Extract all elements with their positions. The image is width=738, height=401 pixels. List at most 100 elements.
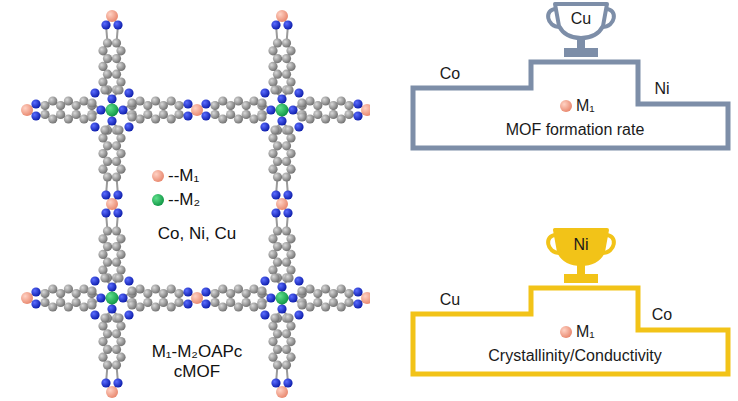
atom — [116, 250, 125, 259]
atom — [321, 96, 330, 105]
atom — [276, 10, 288, 22]
atom — [344, 289, 353, 298]
atom — [257, 300, 266, 309]
atom — [103, 360, 112, 369]
atom — [249, 96, 258, 105]
atom — [276, 292, 289, 305]
atom — [268, 133, 277, 142]
atom — [98, 265, 107, 274]
atom — [127, 300, 136, 309]
atom — [98, 77, 107, 86]
atom — [183, 299, 192, 308]
atom — [79, 114, 88, 123]
atom — [282, 226, 291, 235]
atom — [116, 133, 125, 142]
atom — [106, 104, 119, 117]
atom — [249, 302, 258, 311]
atom — [56, 289, 65, 298]
atom — [313, 298, 322, 307]
atom — [201, 299, 210, 308]
atom — [270, 125, 279, 134]
atom — [183, 111, 192, 120]
atom — [112, 258, 121, 267]
atom — [266, 293, 275, 302]
atom — [257, 286, 266, 295]
atom — [72, 101, 81, 110]
atom — [273, 226, 282, 235]
atom — [98, 62, 107, 71]
atom — [218, 302, 227, 311]
podium-caption: MOF formation rate — [506, 121, 645, 139]
atom — [234, 96, 243, 105]
atom — [210, 289, 219, 298]
atom — [305, 284, 314, 293]
atom — [116, 77, 125, 86]
atom — [116, 337, 125, 346]
atom — [282, 345, 291, 354]
atom — [294, 276, 303, 285]
atom — [271, 208, 280, 217]
m1-dot — [152, 170, 164, 182]
atom — [294, 122, 303, 131]
atom — [116, 265, 125, 274]
atom — [112, 329, 121, 338]
atom — [268, 250, 277, 259]
atom — [268, 234, 277, 243]
atom — [87, 112, 96, 121]
atom — [329, 101, 338, 110]
atom — [282, 157, 291, 166]
atom — [31, 99, 40, 108]
atom — [284, 85, 293, 94]
atom — [64, 96, 73, 105]
atom — [135, 96, 144, 105]
atom — [282, 329, 291, 338]
atom — [353, 111, 362, 120]
atom — [174, 289, 183, 298]
atom — [40, 289, 49, 298]
atom — [337, 302, 346, 311]
atom — [90, 310, 99, 319]
atom — [113, 208, 122, 217]
atom — [124, 88, 133, 97]
atom — [276, 198, 288, 210]
atom — [40, 101, 49, 110]
atom — [286, 337, 295, 346]
atom — [116, 62, 125, 71]
atom — [242, 110, 251, 119]
metal-label: Co — [652, 306, 672, 324]
atom — [283, 20, 292, 29]
atom — [191, 292, 203, 304]
atom — [353, 299, 362, 308]
atom — [201, 111, 210, 120]
atom — [48, 96, 57, 105]
atom — [103, 141, 112, 150]
atom — [135, 284, 144, 293]
atom — [159, 289, 168, 298]
atom — [107, 116, 116, 125]
atom — [282, 258, 291, 267]
atom — [98, 353, 107, 362]
atom — [114, 273, 123, 282]
atom — [234, 302, 243, 311]
atom — [101, 20, 110, 29]
atom — [361, 292, 370, 304]
atom — [31, 299, 40, 308]
atom — [116, 234, 125, 243]
atom — [277, 282, 286, 291]
atom — [344, 101, 353, 110]
atom — [113, 20, 122, 29]
atom — [329, 289, 338, 298]
atom — [286, 165, 295, 174]
atom — [266, 105, 275, 114]
atom — [273, 258, 282, 267]
atom — [114, 313, 123, 322]
atom — [282, 54, 291, 63]
label-ground — [155, 222, 239, 246]
atom — [31, 111, 40, 120]
podium: CoNiM₁MOF formation rate — [410, 56, 732, 151]
atom — [276, 386, 288, 398]
atom — [201, 99, 210, 108]
atom — [90, 88, 99, 97]
atom — [72, 110, 81, 119]
atom — [98, 133, 107, 142]
